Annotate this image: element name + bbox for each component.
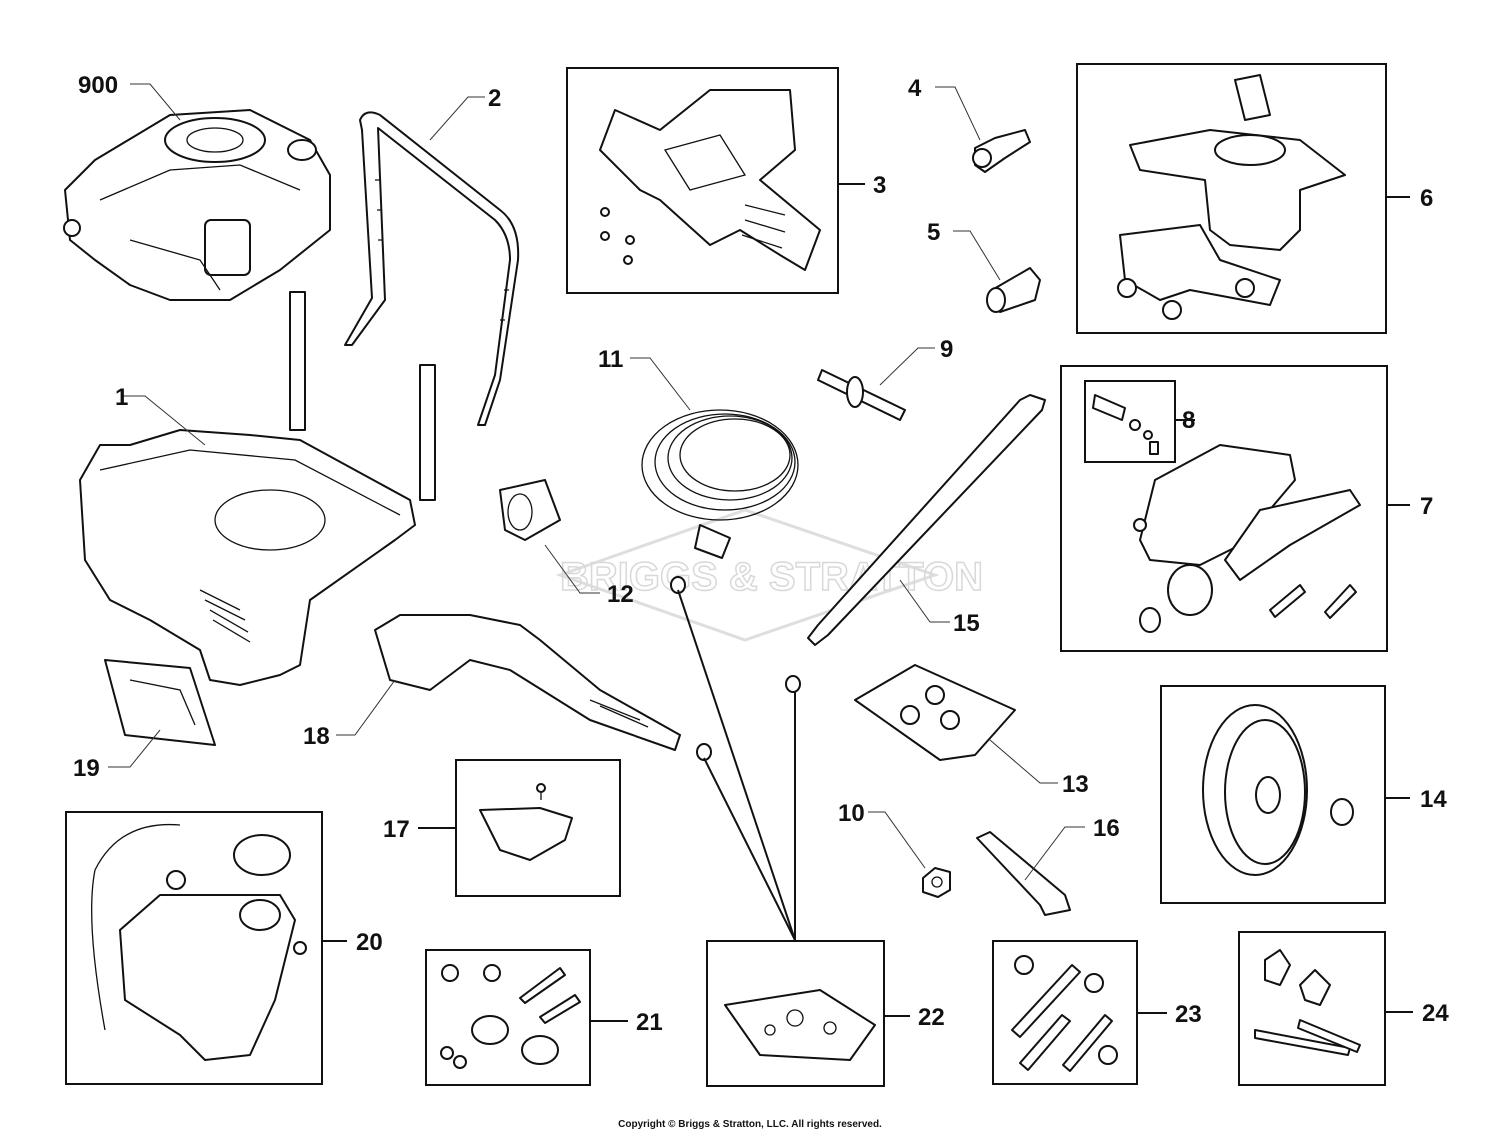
box-part-3 — [566, 67, 839, 294]
label-900: 900 — [78, 72, 118, 99]
label-19: 19 — [73, 755, 100, 782]
box-part-7 — [1060, 365, 1388, 652]
watermark-text: BRIGGS & STRATTON — [560, 555, 983, 599]
label-8: 8 — [1182, 407, 1195, 434]
nozzle-part-12 — [499, 479, 561, 541]
label-1: 1 — [115, 384, 128, 411]
wheel-part — [1202, 704, 1354, 876]
hose-part — [641, 409, 799, 594]
leader-lines — [108, 83, 1413, 1022]
label-7: 7 — [1420, 493, 1433, 520]
label-11: 11 — [598, 346, 623, 373]
label-12: 12 — [607, 581, 634, 608]
box-part-22 — [706, 940, 885, 1087]
frame-part — [79, 291, 436, 686]
nozzle-holder-part — [479, 783, 573, 861]
box-part-6 — [1076, 63, 1387, 334]
o-ring-kit-part — [724, 989, 876, 1061]
label-6: 6 — [1420, 185, 1433, 212]
box-part-14 — [1160, 685, 1386, 904]
bolt-kit-part-23 — [1011, 955, 1118, 1072]
bracket-part — [104, 659, 216, 746]
watermark: BRIGGS & STRATTON — [555, 508, 984, 642]
spray-gun-part — [374, 614, 712, 761]
label-22: 22 — [918, 1004, 945, 1031]
box-part-21 — [425, 949, 591, 1086]
copyright-notice: Copyright © Briggs & Stratton, LLC. All … — [618, 1119, 882, 1130]
adapter-part-5 — [986, 267, 1041, 313]
label-23: 23 — [1175, 1001, 1202, 1028]
unloader-part — [1133, 444, 1361, 633]
box-part-24 — [1238, 931, 1386, 1086]
label-9: 9 — [940, 336, 953, 363]
label-4: 4 — [908, 75, 922, 102]
label-5: 5 — [927, 219, 940, 246]
label-3: 3 — [873, 172, 886, 199]
box-part-20 — [65, 811, 323, 1085]
label-16: 16 — [1093, 815, 1120, 842]
valve-part-8 — [1092, 394, 1159, 455]
hardware-kit-part-21 — [440, 964, 581, 1069]
label-17: 17 — [383, 816, 410, 843]
label-10: 10 — [838, 800, 865, 827]
quick-connect-part-4 — [972, 129, 1031, 173]
label-24: 24 — [1422, 1000, 1449, 1027]
label-13: 13 — [1062, 771, 1089, 798]
handle-part — [344, 111, 520, 426]
nut-part-10 — [922, 867, 951, 898]
engine-part — [63, 109, 331, 301]
pump-part — [1117, 74, 1346, 320]
label-14: 14 — [1420, 786, 1447, 813]
label-15: 15 — [953, 610, 980, 637]
spray-wand-part-9 — [817, 369, 906, 421]
knob-kit-part — [1254, 949, 1361, 1056]
label-2: 2 — [488, 85, 501, 112]
lance-part — [785, 394, 1046, 693]
strap-part — [976, 831, 1071, 916]
label-21: 21 — [636, 1009, 663, 1036]
label-18: 18 — [303, 723, 330, 750]
holster-part — [599, 89, 821, 271]
fuel-tank-part — [91, 823, 307, 1061]
fittings-kit-part — [854, 664, 1016, 761]
box-part-8 — [1084, 380, 1176, 463]
part-labels: 900 2 3 4 5 6 7 8 9 10 11 12 13 14 15 16… — [73, 72, 1449, 1036]
label-20: 20 — [356, 929, 383, 956]
